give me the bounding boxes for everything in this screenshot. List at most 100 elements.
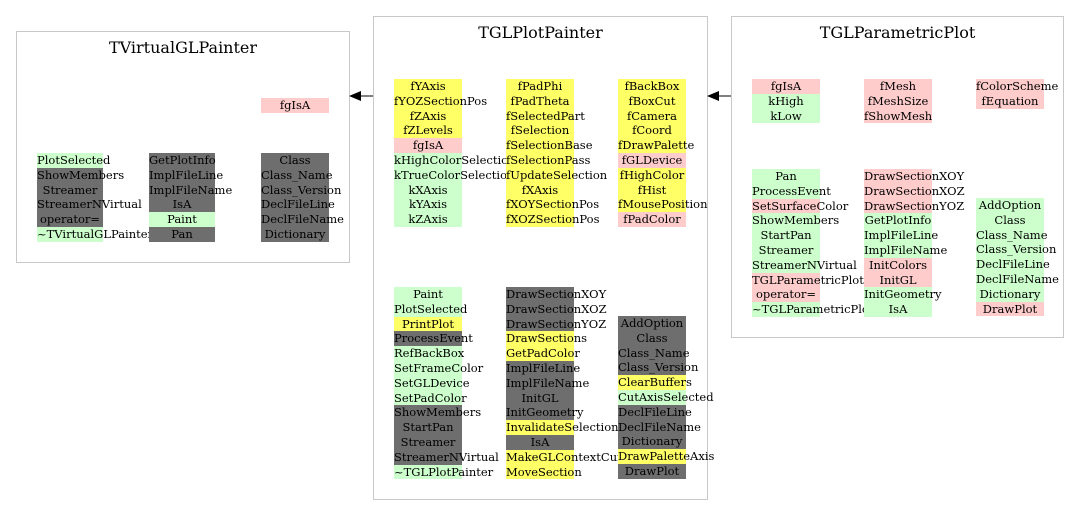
member-label: DrawSectionYOZ: [864, 198, 965, 214]
member-label: fHighColor: [618, 167, 686, 183]
member-label: Dictionary: [976, 286, 1044, 302]
member-label: DrawPaletteAxis: [618, 449, 715, 464]
member-label: RefBackBox: [394, 346, 465, 361]
member-label: ProcessEvent: [394, 331, 473, 347]
member-label: PrintPlot: [394, 316, 462, 332]
member-label: Pan: [752, 169, 820, 184]
member-label: fgIsA: [394, 138, 462, 153]
member-label: IsA: [506, 434, 574, 450]
member-label: StreamerNVirtual: [752, 257, 857, 273]
member-label: GetPadColor: [506, 346, 580, 361]
inheritance-arrow-plotpainter-to-virtualglpainter: [349, 91, 373, 101]
class-title: TGLParametricPlot: [819, 23, 976, 42]
member-label: ShowMembers: [394, 405, 482, 421]
member-label: Class: [976, 212, 1044, 228]
member-label: kYAxis: [394, 197, 462, 213]
member-label: DrawPlot: [618, 463, 686, 479]
member-label: ClearBuffers: [618, 375, 692, 390]
member-label: DrawSectionYOZ: [506, 316, 607, 332]
member-label: Paint: [394, 287, 462, 302]
member-label: StreamerNVirtual: [37, 197, 142, 213]
inheritance-arrow-parametricplot-to-plotpainter: [707, 91, 731, 101]
member-label: Pan: [149, 226, 215, 242]
member-label: kHighColorSelectionBase: [394, 152, 544, 168]
member-label: SetSurfaceColor: [752, 198, 849, 214]
member-label: Streamer: [37, 182, 103, 198]
member-label: fBoxCut: [618, 93, 686, 109]
member-label: StreamerNVirtual: [394, 449, 499, 465]
member-label: InvalidateSelection: [506, 420, 619, 435]
member-label: ProcessEvent: [752, 183, 831, 199]
member-label: fgIsA: [752, 79, 820, 94]
member-label: IsA: [864, 302, 932, 317]
member-label: AddOption: [976, 198, 1044, 213]
member-label: StartPan: [394, 420, 462, 435]
member-label: SetGLDevice: [394, 375, 470, 391]
member-label: CutAxisSelected: [618, 389, 714, 405]
member-label: DrawSectionXOY: [864, 169, 965, 184]
member-label: fSelectionBase: [506, 138, 593, 153]
member-label: StartPan: [752, 228, 820, 243]
member-label: ~TVirtualGLPainter: [37, 226, 154, 242]
member-label: DrawSections: [506, 331, 588, 347]
member-label: fDrawPalette: [618, 138, 695, 153]
member-label: IsA: [149, 197, 215, 213]
member-label: fColorScheme: [976, 79, 1059, 94]
member-label: TGLParametricPlot: [752, 272, 864, 288]
member-label: InitGL: [864, 272, 932, 288]
member-label: operator=: [752, 287, 820, 303]
member-label: DeclFileName: [261, 212, 344, 227]
member-label: InitGeometry: [864, 287, 942, 303]
member-label: kTrueColorSelectionBase: [394, 167, 542, 183]
member-label: ImplFileName: [506, 375, 590, 391]
member-label: SetFrameColor: [394, 360, 484, 376]
member-label: Paint: [149, 212, 215, 227]
member-label: fMeshSize: [864, 93, 932, 109]
member-label: GetPlotInfo: [149, 153, 216, 168]
member-column: fgIsA: [261, 98, 329, 113]
member-label: DeclFileLine: [261, 197, 335, 213]
member-label: Class_Name: [976, 227, 1048, 243]
member-label: Streamer: [752, 242, 820, 258]
member-label: fGLDevice: [618, 152, 686, 168]
member-label: fXOYSectionPos: [506, 197, 600, 213]
member-label: Class_Version: [261, 182, 342, 198]
member-label: kXAxis: [394, 182, 462, 198]
member-label: DrawSectionXOZ: [506, 301, 607, 317]
member-label: fSelectedPart: [506, 108, 585, 124]
member-label: DeclFileName: [976, 271, 1059, 287]
member-label: fBackBox: [618, 79, 686, 94]
member-label: Class_Name: [618, 345, 690, 361]
member-label: Class: [261, 153, 329, 168]
member-label: Class_Name: [261, 167, 333, 183]
member-label: DrawSectionXOZ: [864, 183, 965, 199]
member-label: ShowMembers: [37, 167, 125, 183]
class-title: TVirtualGLPainter: [108, 38, 258, 57]
member-label: Class: [618, 330, 686, 346]
member-label: fUpdateSelection: [506, 167, 608, 183]
member-label: fYAxis: [394, 79, 462, 94]
member-label: fgIsA: [261, 98, 329, 113]
member-label: kHigh: [752, 93, 820, 109]
member-label: fPadPhi: [506, 79, 574, 94]
member-label: DeclFileLine: [976, 257, 1050, 272]
member-label: Streamer: [394, 434, 462, 450]
member-label: MakeGLContextCurrent: [506, 449, 647, 465]
member-label: fSelection: [506, 123, 574, 139]
member-label: ~TGLParametricPlot: [752, 302, 874, 317]
member-label: ImplFileName: [149, 182, 233, 198]
member-label: ImplFileLine: [864, 228, 939, 243]
member-label: kLow: [752, 108, 820, 124]
member-label: fMesh: [864, 79, 932, 94]
member-label: DrawPlot: [976, 301, 1044, 317]
member-label: GetPlotInfo: [864, 213, 932, 229]
